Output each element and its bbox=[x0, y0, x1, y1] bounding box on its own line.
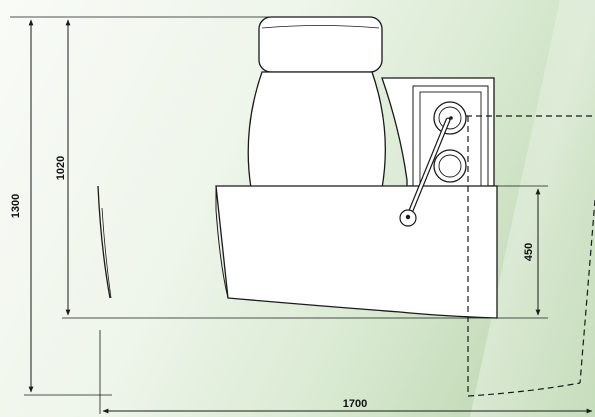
dimension-overall-height-label: 1300 bbox=[10, 194, 22, 218]
seat-backrest bbox=[247, 71, 386, 189]
hull-outline-right bbox=[579, 199, 595, 384]
dimension-width-label: 1700 bbox=[343, 398, 367, 410]
wall-contour-inner bbox=[101, 207, 112, 299]
dimension-seat-height-label: 450 bbox=[523, 243, 535, 261]
linkage-arm-fill bbox=[406, 118, 450, 220]
background-sheen bbox=[470, 0, 595, 417]
base-front-edge bbox=[215, 186, 229, 299]
lower-roller-inner bbox=[438, 154, 462, 178]
cushion-seam bbox=[261, 25, 380, 29]
upper-roller-inner bbox=[438, 106, 462, 130]
linkage-pivot-center bbox=[405, 214, 411, 220]
wall-contour-outer bbox=[97, 185, 111, 299]
hull-outline-bottom bbox=[467, 382, 581, 397]
seat-base bbox=[215, 185, 498, 319]
dimension-height-label: 1020 bbox=[55, 156, 67, 180]
